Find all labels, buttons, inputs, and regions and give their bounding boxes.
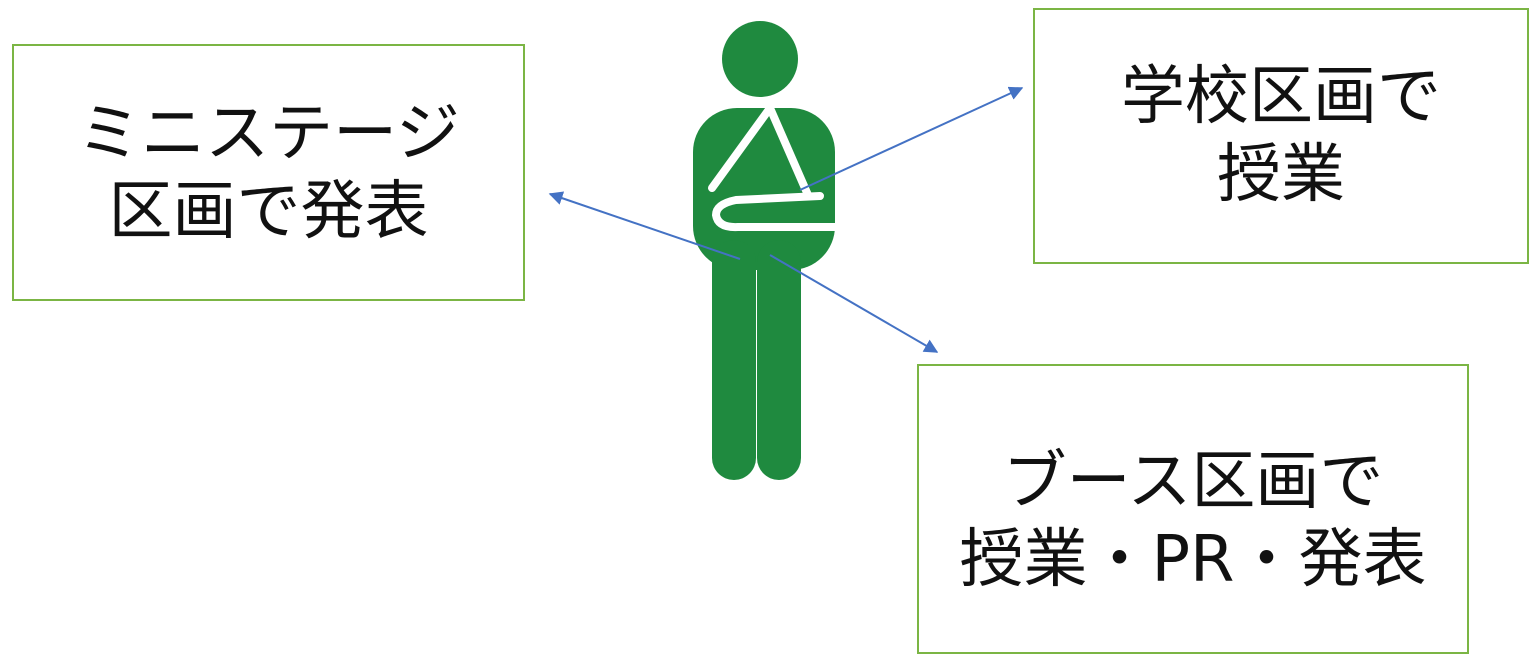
school-area-label-line2: 授業: [1217, 138, 1345, 212]
school-area-box: 学校区画で 授業: [1033, 8, 1529, 264]
stage-area-label-line1: ミニステージ: [77, 96, 460, 171]
arrow-to-school: [799, 86, 1024, 191]
stage-area-label-line2: 区画で発表: [108, 174, 429, 249]
booth-area-label-line2: 授業・PR・発表: [959, 523, 1427, 597]
school-area-label-line1: 学校区画で: [1121, 60, 1441, 134]
arrow-to-stage: [548, 191, 741, 260]
arrow-to-booth: [769, 254, 939, 353]
arm-sling-strap: [708, 104, 844, 232]
stage-area-box: ミニステージ 区画で発表: [12, 44, 525, 301]
booth-area-label-line1: ブース区画で: [1002, 445, 1384, 519]
booth-area-box: ブース区画で 授業・PR・発表: [917, 364, 1469, 654]
